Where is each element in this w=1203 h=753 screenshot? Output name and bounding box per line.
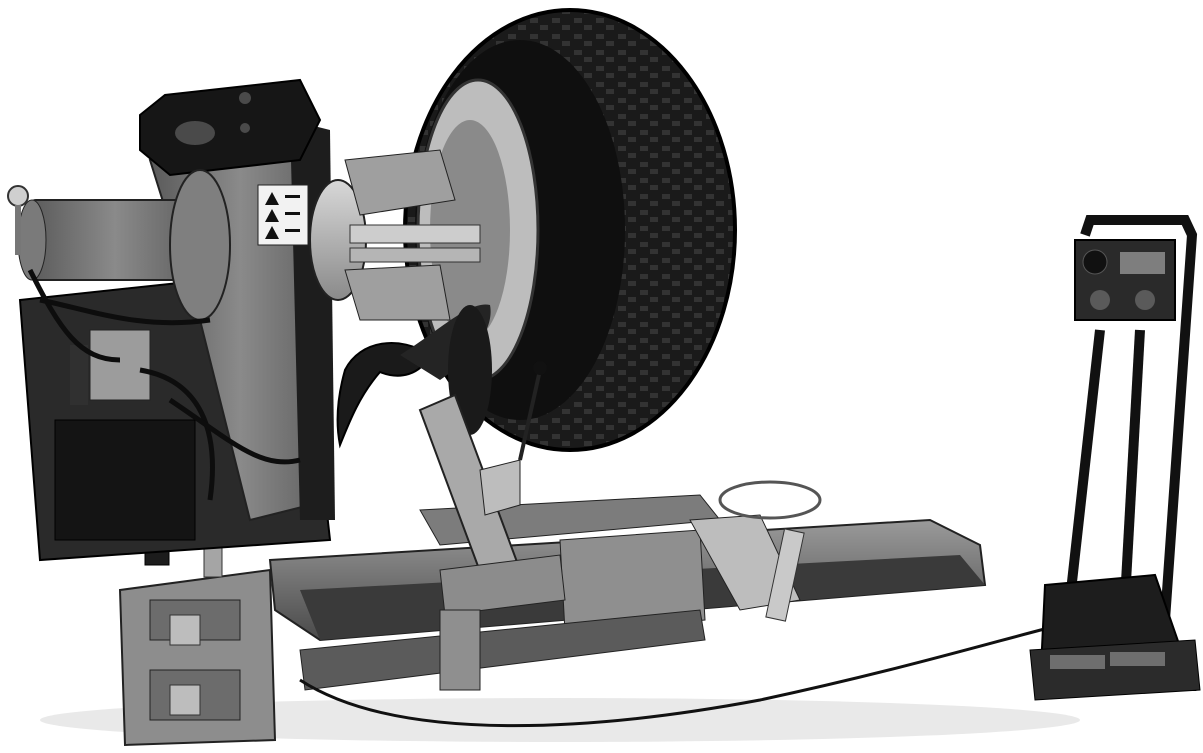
control-cable [299, 623, 1061, 728]
control-pedestal [1029, 215, 1201, 701]
top-housing [139, 78, 322, 177]
machine-column [18, 120, 335, 562]
warning-triangle-icon [265, 209, 279, 222]
warning-triangle-icon [265, 192, 279, 205]
base-rail [268, 494, 987, 691]
hydraulic-cylinder [7, 169, 231, 321]
warning-triangle-icon [265, 226, 279, 239]
floor-shadow [40, 698, 1080, 742]
control-knob-icon [1082, 249, 1108, 275]
bead-breaker-tool [336, 304, 492, 449]
front-clamp-block [118, 504, 277, 747]
hydraulic-hoses [27, 268, 301, 501]
wheel-chuck [309, 149, 481, 321]
tire-support-plate [689, 480, 822, 622]
warning-label [257, 184, 309, 246]
tool-arm [418, 361, 566, 691]
